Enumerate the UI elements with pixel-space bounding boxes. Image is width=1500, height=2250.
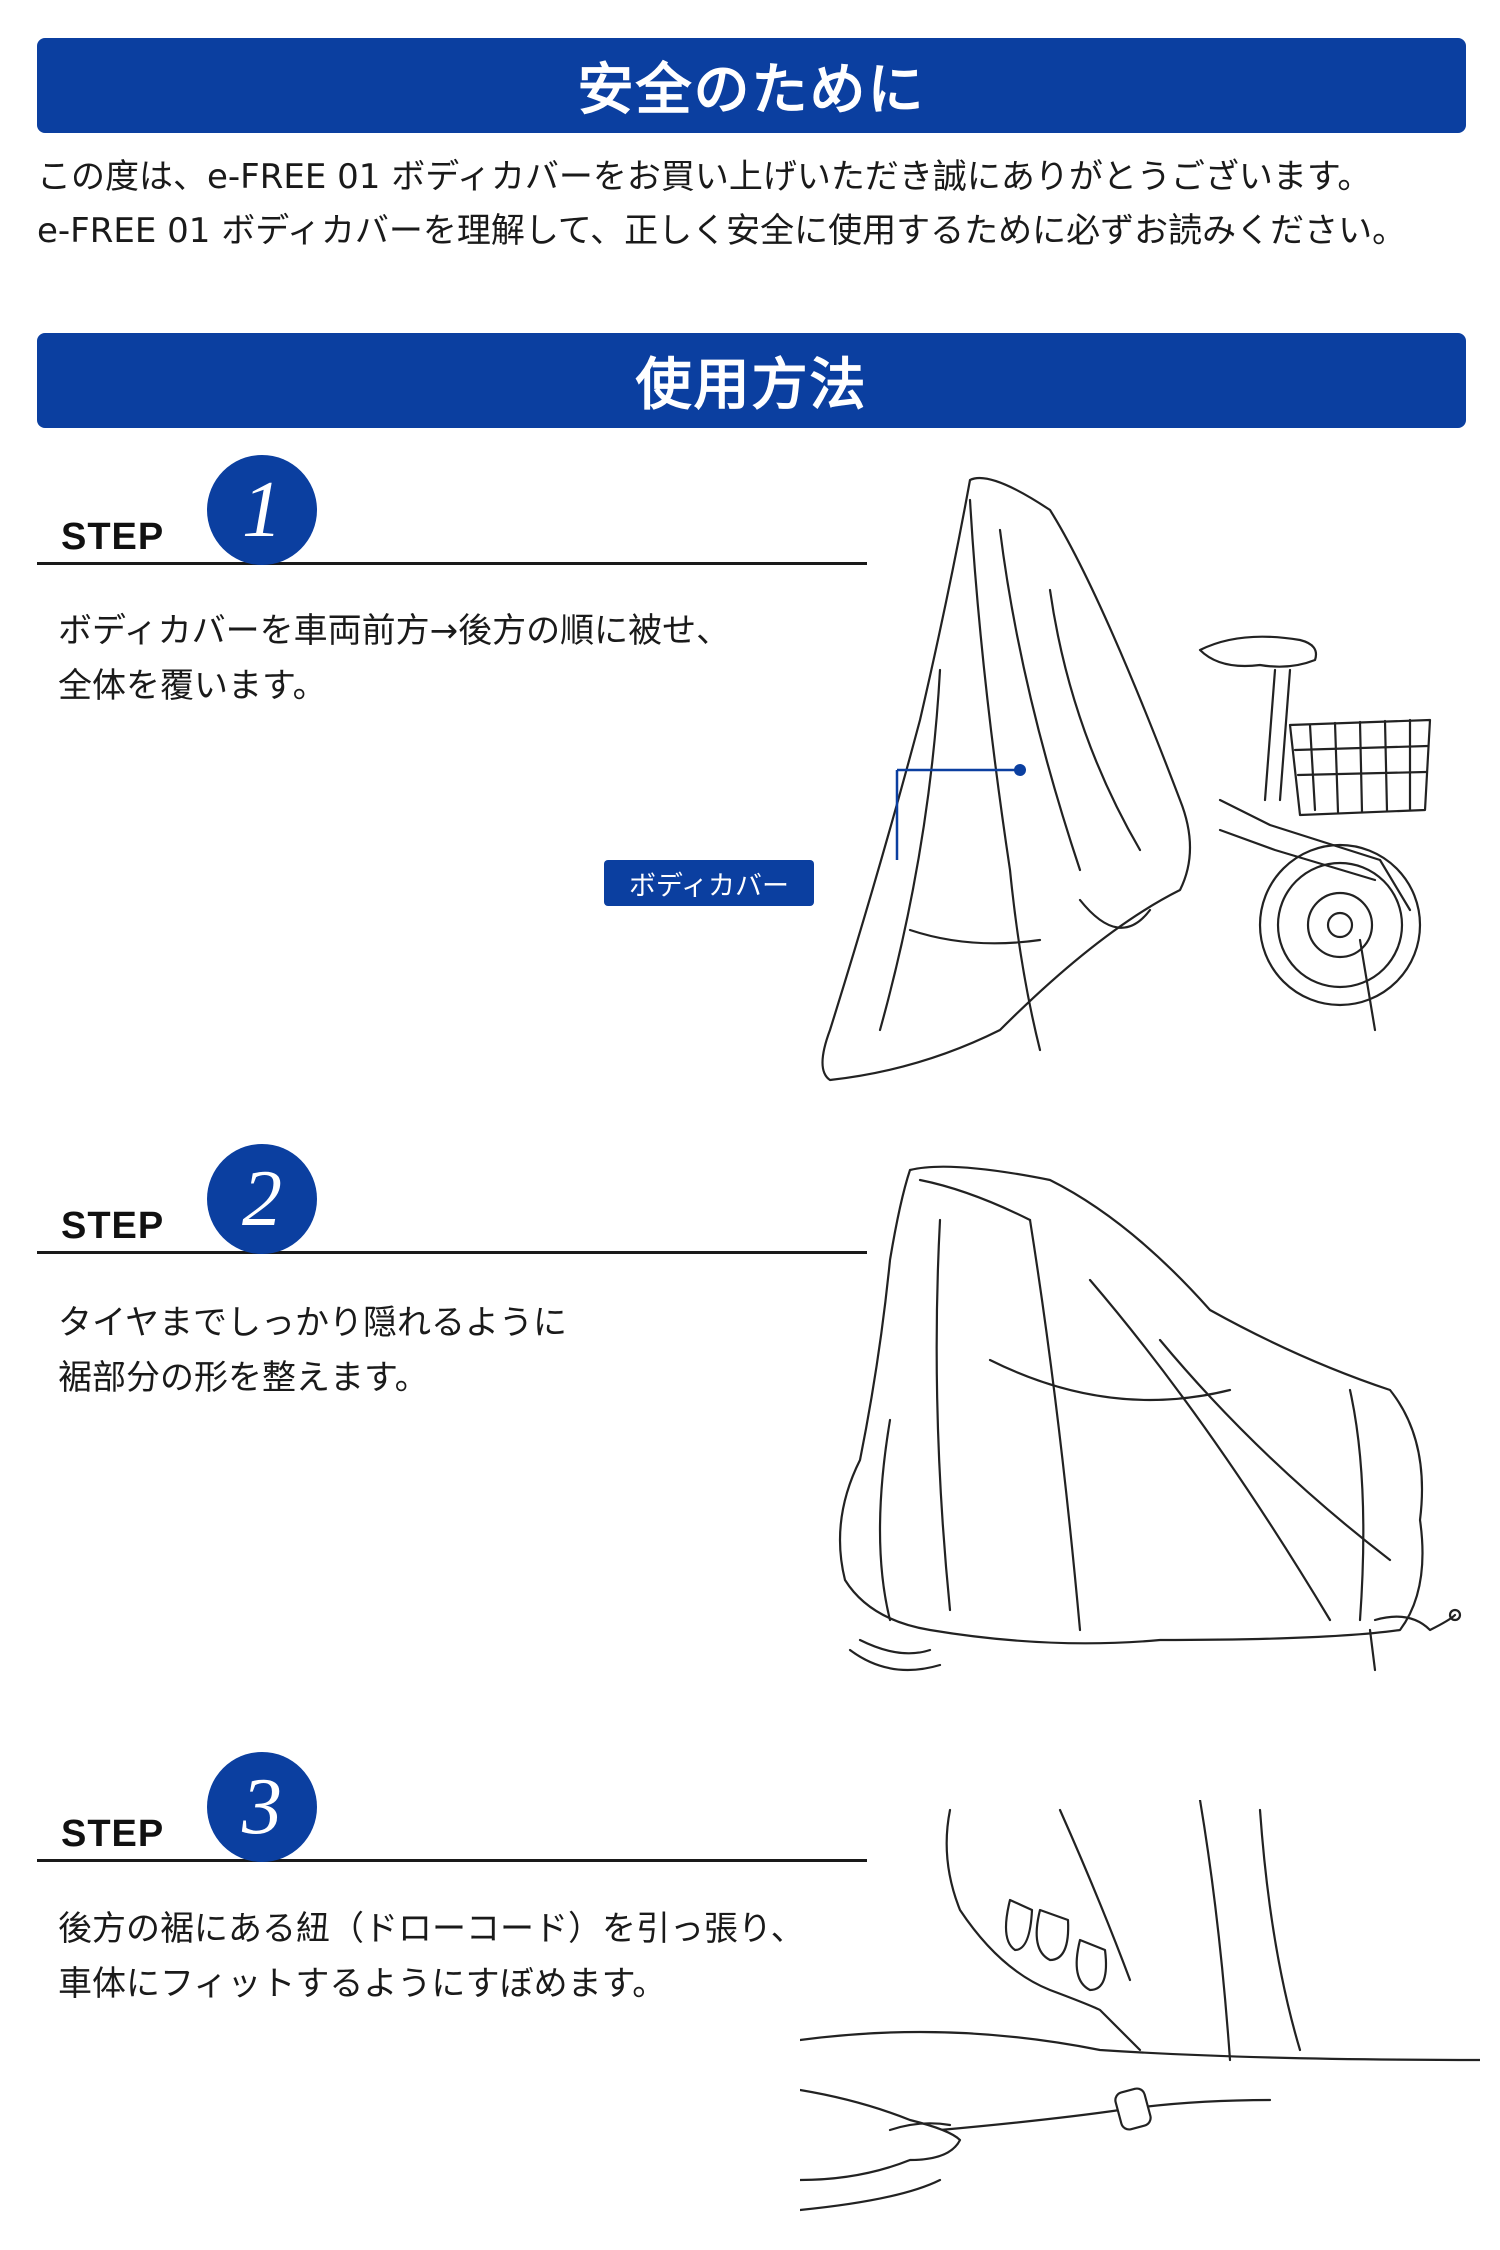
rear-wheel: [1258, 843, 1422, 1007]
step-1-label: STEP: [61, 516, 165, 558]
step-2-rule: [37, 1251, 867, 1254]
usage-banner: 使用方法: [37, 333, 1466, 428]
covered-bike: [838, 1165, 1424, 1645]
step-3-header: STEP 3: [37, 1752, 867, 1862]
step-3-line-2: 車体にフィットするようにすぼめます。: [58, 1964, 667, 2004]
step-2-label: STEP: [61, 1205, 165, 1247]
step-3-line-1: 後方の裾にある紐（ドローコード）を引っ張り、: [58, 1909, 805, 1949]
step-2-header: STEP 2: [37, 1144, 867, 1254]
step-1-header: STEP 1: [37, 455, 867, 565]
step-1-line-2: 全体を覆います。: [58, 666, 327, 706]
step-1-number: 1: [207, 455, 317, 565]
step-1-rule: [37, 562, 867, 565]
lower-hand: [800, 2088, 962, 2182]
step-2-line-2: 裾部分の形を整えます。: [58, 1358, 429, 1398]
seat: [1198, 635, 1318, 668]
step-3-label: STEP: [61, 1813, 165, 1855]
cord-stopper: [1114, 2087, 1152, 2131]
body-cover-callout: ボディカバー: [604, 860, 814, 906]
basket: [1288, 718, 1432, 817]
drawcord: [938, 2098, 1272, 2132]
intro-line-2: e-FREE 01 ボディカバーを理解して、正しく安全に使用するために必ずお読み…: [37, 211, 1407, 251]
step-3-illustration: [800, 1800, 1480, 2212]
step-1-illustration: [821, 476, 1432, 1082]
safety-title: 安全のために: [577, 58, 926, 123]
step-1-line-1: ボディカバーを車両前方→後方の順に被せ、: [58, 611, 731, 651]
step-2-illustration: [838, 1165, 1462, 1672]
step-3-rule: [37, 1859, 867, 1862]
usage-title: 使用方法: [635, 353, 868, 418]
step-1-text: ボディカバーを車両前方→後方の順に被せ、 全体を覆います。: [58, 604, 730, 714]
safety-banner: 安全のために: [37, 38, 1466, 133]
step-2-line-1: タイヤまでしっかり隠れるように: [58, 1303, 567, 1343]
front-wheel-peek: [848, 1648, 942, 1672]
step-2-number: 2: [207, 1144, 317, 1254]
body-cover: [821, 476, 1192, 1082]
step-3-number: 3: [207, 1752, 317, 1862]
intro-line-1: この度は、e-FREE 01 ボディカバーをお買い上げいただき誠にありがとうござ…: [37, 157, 1372, 197]
cover-hem: [800, 2030, 1480, 2062]
intro-text: この度は、e-FREE 01 ボディカバーをお買い上げいただき誠にありがとうござ…: [37, 150, 1477, 258]
step-3-text: 後方の裾にある紐（ドローコード）を引っ張り、 車体にフィットするようにすぼめます…: [58, 1902, 805, 2012]
upper-hand: [945, 1808, 1142, 2052]
step-2-text: タイヤまでしっかり隠れるように 裾部分の形を整えます。: [58, 1296, 567, 1406]
